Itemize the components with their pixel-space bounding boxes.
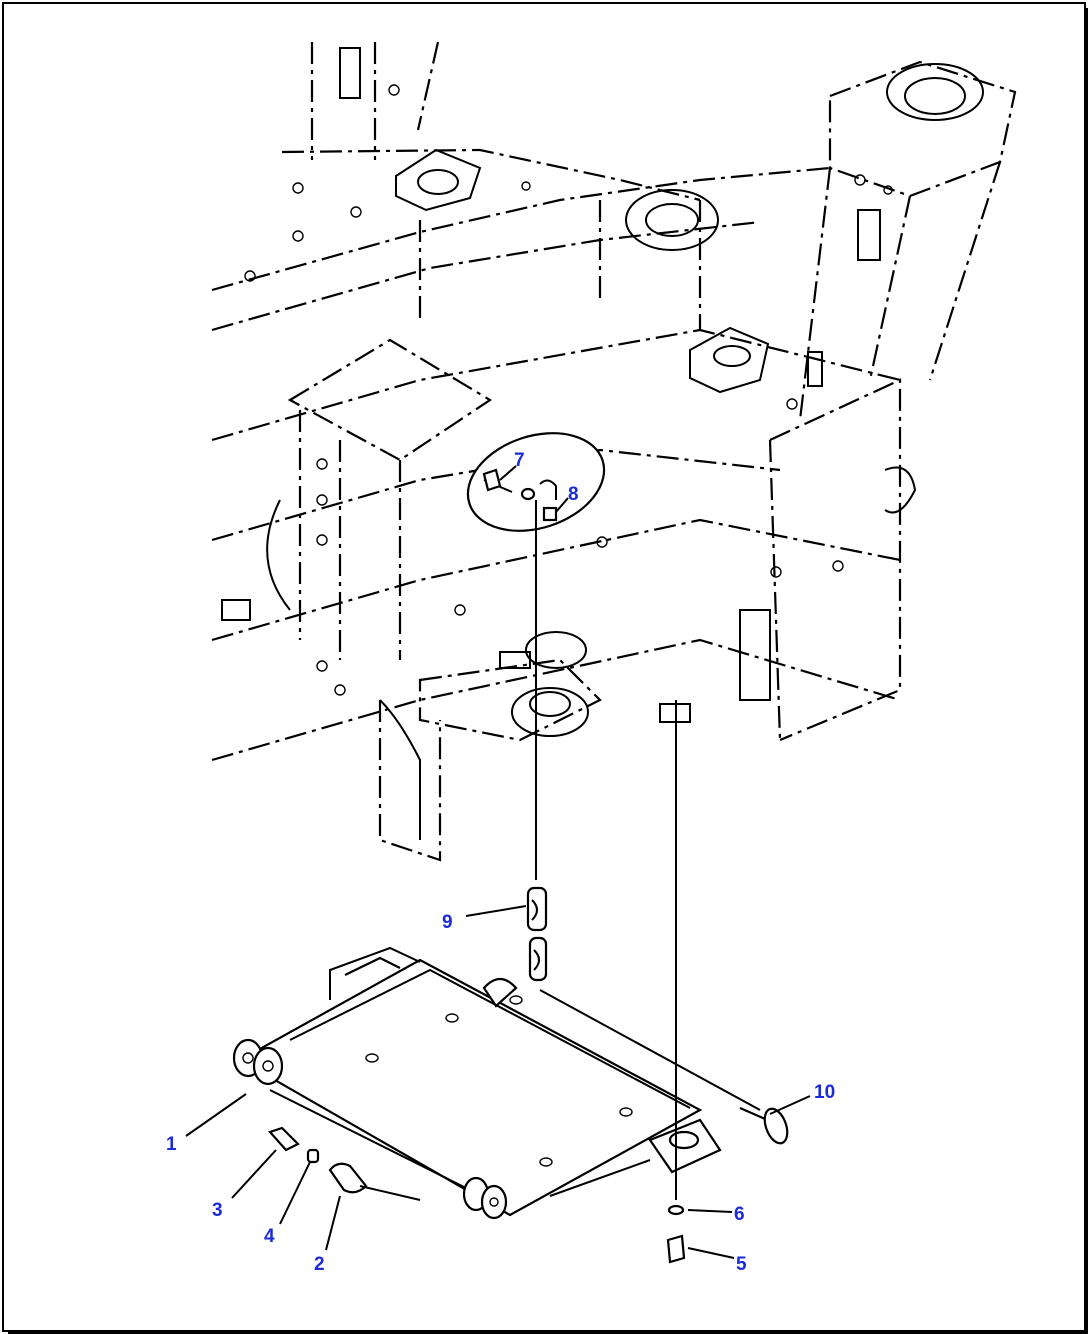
callout-3: 3	[212, 1200, 223, 1221]
cover-plate-with-bolt-nut	[466, 432, 606, 532]
callout-4: 4	[264, 1226, 275, 1247]
callout-10: 10	[814, 1082, 835, 1103]
callout-labels: 1 2 3 4 5 6 7 8 9 10	[166, 450, 835, 1275]
callout-6: 6	[734, 1204, 745, 1225]
machine-frame-phantom	[211, 41, 1017, 862]
callout-7: 7	[514, 450, 525, 471]
callout-1: 1	[166, 1134, 177, 1155]
guard-plate-assembly	[232, 946, 722, 1220]
ring-pin-10	[539, 989, 789, 1145]
frame-shadow-bottom	[8, 1330, 1088, 1334]
callout-5: 5	[736, 1254, 747, 1275]
callout-2: 2	[314, 1254, 325, 1275]
callout-8: 8	[568, 484, 579, 505]
small-hardware-parts	[268, 1126, 421, 1201]
bolt-and-washer-5-6	[666, 700, 686, 1264]
leader-lines	[185, 465, 811, 1259]
frame-shadow-right	[1084, 8, 1088, 1332]
chain-link-part	[526, 500, 548, 982]
callout-9: 9	[442, 912, 453, 933]
